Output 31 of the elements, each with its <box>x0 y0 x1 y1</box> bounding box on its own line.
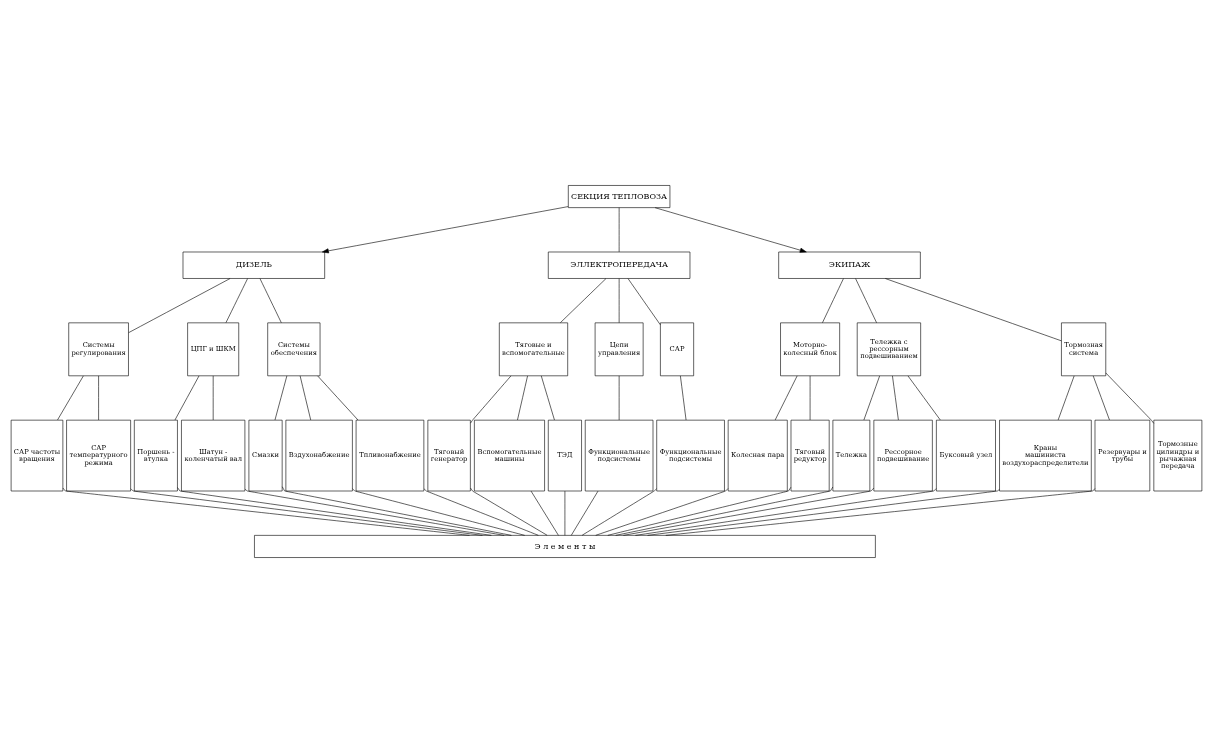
connector <box>680 375 687 421</box>
connector <box>177 487 492 536</box>
connector <box>282 486 512 536</box>
connector <box>618 278 620 324</box>
arrow <box>322 206 569 254</box>
connector <box>615 486 834 536</box>
connector <box>647 489 1000 536</box>
connector <box>352 488 525 536</box>
connector <box>595 488 729 536</box>
connector <box>540 375 555 421</box>
connector <box>470 375 512 424</box>
connector <box>822 278 844 324</box>
connector <box>470 487 548 536</box>
connector <box>62 487 470 536</box>
connector <box>244 488 505 536</box>
connector <box>665 488 1096 536</box>
connector <box>423 488 539 536</box>
connector <box>627 278 661 326</box>
connector <box>635 488 937 536</box>
connector <box>225 278 248 324</box>
arrow <box>654 207 807 253</box>
connector <box>885 278 1062 342</box>
connector <box>892 375 899 421</box>
connector <box>317 375 359 421</box>
connector <box>560 278 607 324</box>
connector <box>581 488 657 536</box>
connector <box>623 487 875 536</box>
connector <box>130 488 483 536</box>
connector <box>607 486 792 536</box>
connector <box>855 278 877 324</box>
connector <box>128 278 231 333</box>
